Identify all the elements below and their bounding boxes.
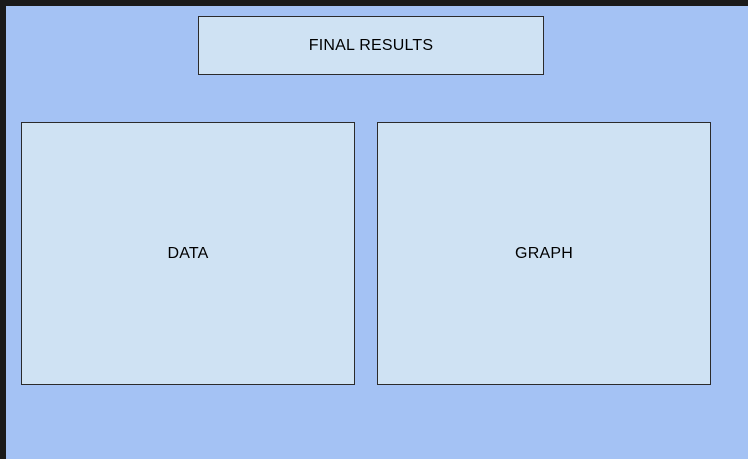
data-panel-label: DATA (167, 244, 209, 262)
diagram-canvas: FINAL RESULTS DATA GRAPH (6, 6, 748, 459)
graph-panel-label: GRAPH (515, 244, 573, 262)
final-results-label: FINAL RESULTS (308, 36, 434, 54)
final-results-box: FINAL RESULTS (198, 16, 544, 75)
graph-panel: GRAPH (377, 122, 711, 385)
data-panel: DATA (21, 122, 355, 385)
